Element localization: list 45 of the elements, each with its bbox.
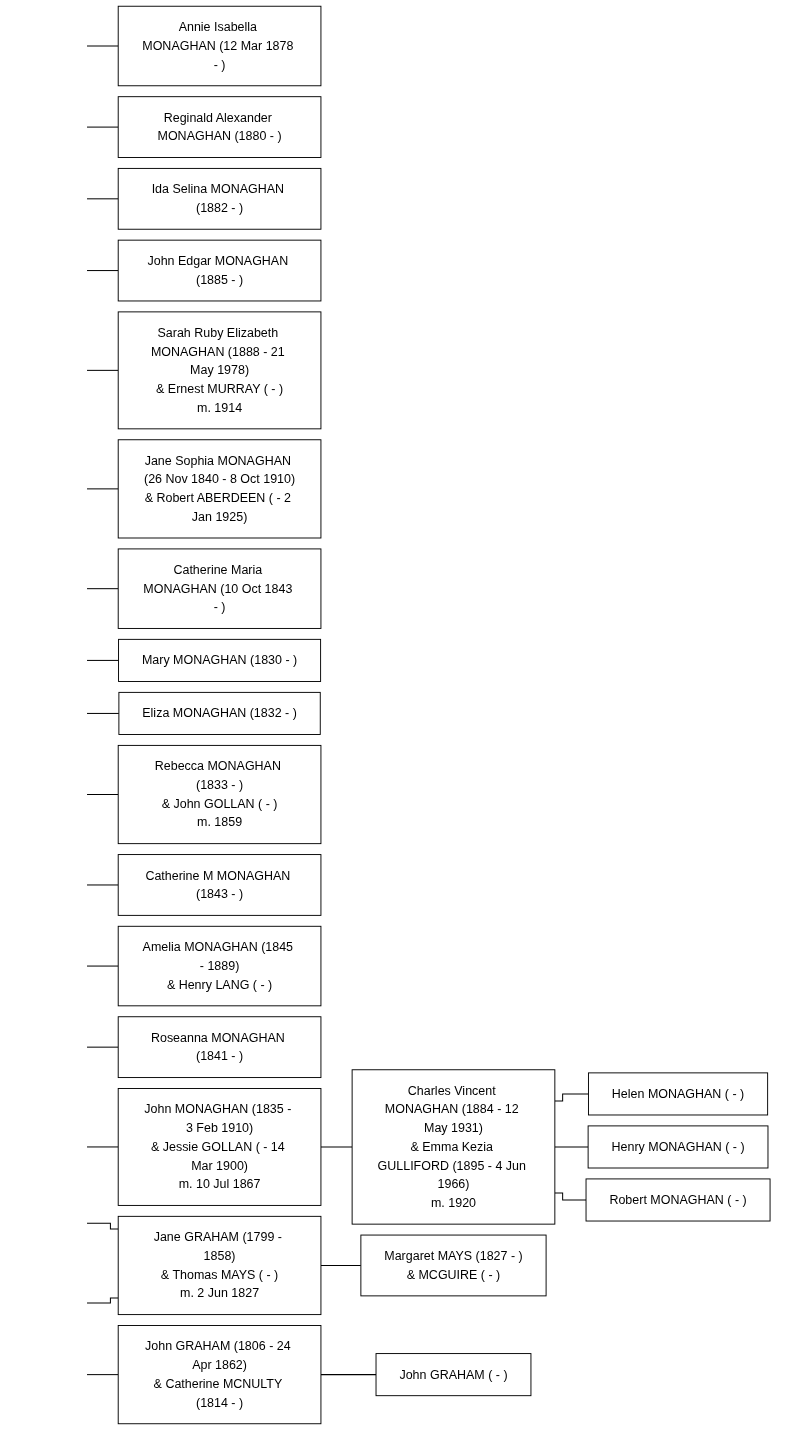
node-box: Amelia MONAGHAN (1845 - 1889) & Henry LANG ( - ) bbox=[117, 925, 322, 1007]
node-box: Catherine Maria MONAGHAN (10 Oct 1843 - ) bbox=[117, 548, 322, 629]
node-box: Catherine M MONAGHAN (1843 - ) bbox=[117, 854, 322, 916]
connector bbox=[86, 1297, 119, 1304]
connector bbox=[86, 126, 119, 128]
node-box: Charles Vincent MONAGHAN (1884 - 12 May 1931) & Emma Kezia GULLIFORD (1895 - 4 Jun 1966) m. 1920 bbox=[351, 1069, 556, 1225]
node-box: Roseanna MONAGHAN (1841 - ) bbox=[117, 1016, 322, 1079]
node-box: Robert MONAGHAN ( - ) bbox=[585, 1178, 771, 1222]
connector bbox=[320, 1146, 353, 1148]
node-box: Eliza MONAGHAN (1832 - ) bbox=[118, 691, 321, 735]
connector bbox=[86, 588, 119, 590]
connector bbox=[86, 45, 119, 47]
node-box: Rebecca MONAGHAN (1833 - ) & John GOLLAN ( - ) m. 1859 bbox=[117, 744, 322, 845]
node-box: Sarah Ruby Elizabeth MONAGHAN (1888 - 21 May 1978) & Ernest MURRAY ( - ) m. 1914 bbox=[117, 311, 322, 430]
connector bbox=[554, 1093, 589, 1102]
connector bbox=[86, 270, 119, 272]
node-box: John GRAHAM ( - ) bbox=[375, 1353, 532, 1397]
connector bbox=[86, 488, 119, 490]
node-box: Helen MONAGHAN ( - ) bbox=[587, 1072, 768, 1116]
node-box: Jane Sophia MONAGHAN (26 Nov 1840 - 8 Oct 1910) & Robert ABERDEEN ( - 2 Jan 1925) bbox=[117, 439, 322, 539]
node-box: Jane GRAHAM (1799 - 1858) & Thomas MAYS ( - ) m. 2 Jun 1827 bbox=[117, 1215, 322, 1316]
node-box: John Edgar MONAGHAN (1885 - ) bbox=[117, 239, 322, 302]
connector bbox=[320, 1374, 377, 1376]
node-box: Annie Isabella MONAGHAN (12 Mar 1878 - ) bbox=[117, 5, 322, 87]
connector bbox=[86, 198, 119, 200]
connector bbox=[320, 1264, 362, 1266]
connector bbox=[86, 1146, 119, 1148]
connector bbox=[86, 884, 119, 886]
node-box: Reginald Alexander MONAGHAN (1880 - ) bbox=[117, 96, 322, 158]
node-box: Henry MONAGHAN ( - ) bbox=[587, 1125, 769, 1169]
connector bbox=[86, 369, 119, 371]
connector bbox=[554, 1146, 589, 1148]
node-box: Ida Selina MONAGHAN (1882 - ) bbox=[117, 167, 322, 230]
connector bbox=[86, 965, 119, 967]
connector bbox=[554, 1192, 587, 1201]
node-box: John GRAHAM (1806 - 24 Apr 1862) & Catherine MCNULTY (1814 - ) bbox=[117, 1325, 322, 1425]
connector bbox=[86, 659, 119, 661]
node-box: Mary MONAGHAN (1830 - ) bbox=[117, 638, 321, 682]
node-box: John MONAGHAN (1835 - 3 Feb 1910) & Jessie GOLLAN ( - 14 Mar 1900) m. 10 Jul 1867 bbox=[117, 1088, 322, 1206]
connector bbox=[86, 794, 119, 796]
connector bbox=[86, 1374, 119, 1376]
connector bbox=[86, 1046, 119, 1048]
node-box: Margaret MAYS (1827 - ) & MCGUIRE ( - ) bbox=[360, 1234, 547, 1297]
connector bbox=[86, 712, 120, 714]
connector bbox=[86, 1222, 119, 1230]
